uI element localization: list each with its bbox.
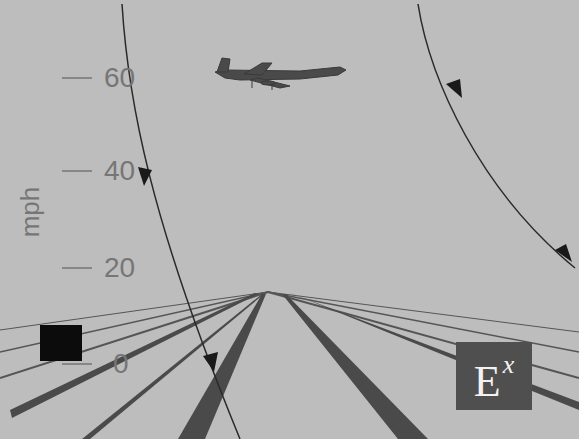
logo-box: Ex — [456, 342, 532, 410]
airplane — [215, 58, 346, 90]
speed-value: 20 — [104, 254, 135, 282]
black-square — [40, 325, 82, 361]
runway-wedges — [10, 293, 579, 439]
flight-path-curves — [122, 4, 575, 439]
unit-label: mph — [17, 187, 43, 238]
scale-ticks — [62, 78, 92, 364]
speed-value: 60 — [104, 64, 135, 92]
speed-value: 40 — [104, 157, 135, 185]
logo-exponent: x — [503, 352, 515, 378]
logo-letter: E — [474, 360, 501, 404]
speed-value: 0 — [113, 350, 129, 378]
curve-arrowheads — [138, 79, 572, 372]
